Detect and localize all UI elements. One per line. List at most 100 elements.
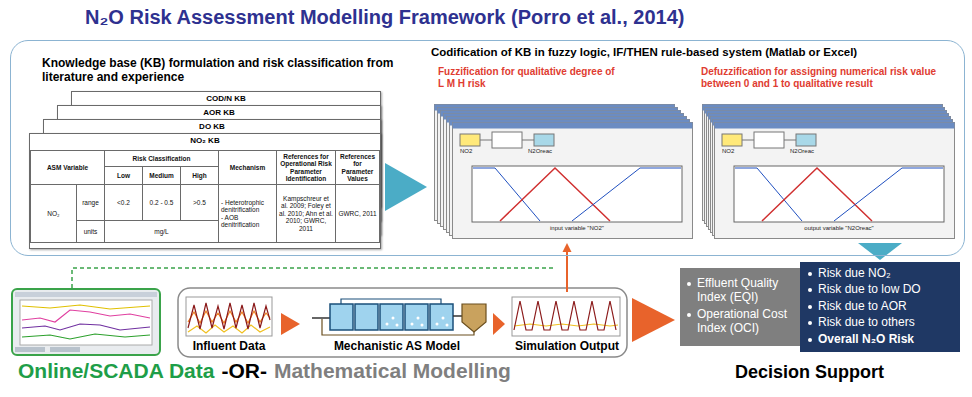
text-holder: Fuzzification for qualitative degree of … — [438, 66, 620, 89]
table-cell-text: Risk Classification — [133, 155, 191, 162]
index-box: Effluent Quality Index (EQI)Operational … — [680, 268, 800, 346]
method-heading: Defuzzification for assigning numerical … — [701, 66, 959, 89]
table-cell-text: Mechanism — [230, 164, 265, 171]
table-cell-text: <0.2 — [117, 199, 130, 206]
table-cell-text: - AOB denitrification — [221, 214, 274, 229]
table-cell: Kampschreur et al. 2009; Foley et al. 20… — [276, 184, 336, 243]
defuzzification-windows — [703, 105, 955, 239]
section-heading: Knowledge base (KB) formulation and risk… — [42, 56, 414, 85]
source-label: Mathematical Modelling — [274, 359, 511, 382]
table-cell: GWRC, 2011 — [335, 184, 380, 243]
panel-frame: Knowledge base (KB) formulation and risk… — [10, 40, 965, 256]
section-heading: Codification of KB in fuzzy logic, IF/TH… — [431, 46, 961, 60]
sheet-title: DO KB — [44, 122, 380, 132]
table-cell-text: mg/L — [154, 228, 168, 235]
label-holder: N2Oreac — [528, 148, 552, 155]
flow-arrow — [632, 298, 675, 342]
connector — [858, 243, 902, 260]
text-holder: Knowledge base (KB) formulation and risk… — [42, 56, 414, 85]
bullet-dot — [687, 282, 691, 286]
diagram-title: N₂O Risk Assessment Modelling Framework … — [85, 5, 684, 29]
connector — [493, 313, 505, 335]
list-text: Risk due to others — [818, 315, 955, 329]
table-cell: range — [76, 184, 105, 221]
variable-label: NO2 — [460, 148, 472, 155]
list-item: Overall N₂O Risk — [807, 332, 955, 346]
step-caption: Influent Data — [180, 339, 278, 353]
sheet-title: COD/N KB — [72, 94, 380, 104]
method-panel: Defuzzification for assigning numerical … — [699, 65, 961, 241]
table-cell-text: NO₂ — [47, 210, 59, 217]
variable-label: N2Oreac — [528, 148, 552, 155]
flow-arrow — [281, 313, 300, 335]
table-cell: 0.2 - 0.5 — [142, 184, 181, 221]
model-step: Mechanistic AS Model — [303, 294, 491, 354]
table-cell: Medium — [142, 166, 181, 185]
text-holder: COD/N KB — [72, 94, 380, 104]
connector-line — [566, 251, 568, 292]
flow-arrow — [858, 243, 902, 260]
arrow-head — [563, 243, 572, 252]
flow-arrow — [493, 313, 505, 335]
sheet-title: NO₂ KB — [30, 136, 380, 146]
label-holder: NO2 — [460, 148, 472, 155]
text-holder: DO KB — [44, 122, 380, 132]
model-frame — [178, 288, 627, 357]
text-holder: Influent Data — [180, 339, 278, 353]
connector — [563, 243, 572, 292]
table-cell: References for Parameter Values — [335, 150, 380, 185]
bullet-dot — [808, 272, 812, 276]
table-cell: >0.5 — [180, 184, 219, 221]
influent-chart — [186, 297, 272, 336]
text-holder: NO₂ KB — [30, 136, 380, 146]
list-text: Risk due NO₂ — [818, 266, 955, 280]
list-item: Risk due NO₂ — [807, 266, 955, 280]
connector — [632, 298, 675, 342]
bullet-dot — [808, 305, 812, 309]
list-text: Effluent Quality Index (EQI) — [697, 276, 795, 305]
table-cell-text: >0.5 — [193, 199, 206, 206]
table-cell: <0.2 — [104, 184, 143, 221]
table-cell-text: Medium — [149, 172, 174, 179]
bullet-dot — [687, 313, 691, 317]
bullet-dot — [808, 288, 812, 292]
table-cell-text: ASM Variable — [47, 164, 88, 171]
flow-arrow — [385, 163, 427, 211]
section-label: Decision Support — [735, 363, 884, 383]
table-cell-text: 0.2 - 0.5 — [150, 199, 174, 206]
table-cell-text: Kampschreur et al. 2009; Foley et al. 20… — [279, 195, 333, 232]
table-cell: units — [76, 220, 105, 243]
axis-label: output variable "N2Oreac" — [789, 225, 889, 232]
table-cell: Low — [104, 166, 143, 185]
table-cell-text: References for Operational Risk Paramete… — [279, 153, 333, 183]
step-caption: Mechanistic AS Model — [303, 339, 491, 353]
label-holder: output variable "N2Oreac" — [789, 225, 889, 232]
list-text: Risk due to AOR — [818, 299, 955, 313]
fuzzification-windows — [435, 105, 693, 239]
table-cell: High — [180, 166, 219, 185]
table-cell: NO₂ — [30, 184, 77, 243]
label-holder: Decision Support — [735, 363, 884, 383]
list-item: Risk due to AOR — [807, 299, 955, 313]
list-item: Effluent Quality Index (EQI) — [686, 276, 795, 305]
label-holder: N2Oreac — [790, 148, 814, 155]
connector — [281, 313, 300, 335]
table-cell-text: References for Parameter Values — [338, 153, 377, 183]
table-cell-text: High — [192, 172, 206, 179]
source-label: Online/SCADA Data — [18, 359, 214, 382]
variable-label: N2Oreac — [790, 148, 814, 155]
knowledge-sheet: NO₂ KB ASM Variable Risk ClassificationMec… — [29, 133, 381, 249]
scada-screenshot — [12, 289, 160, 355]
text-holder: Mechanistic AS Model — [303, 339, 491, 353]
data-feed-line — [72, 268, 556, 288]
variable-label: NO2 — [722, 148, 734, 155]
list-item: Risk due to low DO — [807, 282, 955, 296]
text-holder: AOR KB — [58, 108, 380, 118]
table-cell: mg/L — [104, 220, 219, 243]
bullet-dot — [808, 338, 812, 342]
step-caption: Simulation Output — [507, 339, 627, 353]
sheet-title: AOR KB — [58, 108, 380, 118]
table-cell-text: - Heterotrophic denitrification — [221, 199, 274, 214]
label-holder: input variable "NO2" — [527, 225, 627, 232]
